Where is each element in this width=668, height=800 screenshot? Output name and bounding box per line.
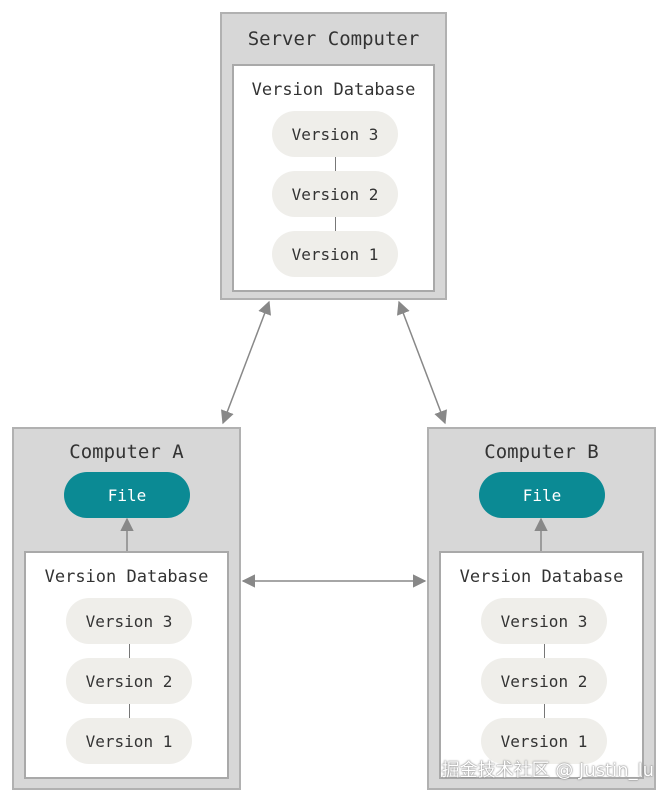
- computer-a-database-title: Version Database: [44, 567, 209, 587]
- server-database-title: Version Database: [251, 80, 416, 100]
- computer-b-title: Computer B: [484, 441, 599, 463]
- arrow-server-computer-b: [397, 300, 447, 425]
- server-version-1: Version 1: [272, 231, 398, 277]
- computer-a-version-database: Version Database Version 3 Version 2 Ver…: [24, 551, 229, 779]
- watermark: 掘金技术社区 @ Justin_lu: [441, 760, 654, 781]
- computer-b-connector-2-1: [544, 704, 545, 718]
- computer-b-version-2: Version 2: [481, 658, 607, 704]
- computer-a-version-3: Version 3: [66, 598, 192, 644]
- computer-b-database-title: Version Database: [459, 567, 624, 587]
- computer-b-version-3: Version 3: [481, 598, 607, 644]
- computer-a-file: File: [64, 472, 190, 518]
- computer-a-connector-2-1: [129, 704, 130, 718]
- server-connector-2-1: [335, 217, 336, 231]
- computer-a: Computer A File Version Database Version…: [12, 427, 241, 790]
- server-version-3: Version 3: [272, 111, 398, 157]
- computer-b: Computer B File Version Database Version…: [427, 427, 656, 790]
- computer-a-version-2: Version 2: [66, 658, 192, 704]
- computer-a-title: Computer A: [69, 441, 184, 463]
- server-version-2: Version 2: [272, 171, 398, 217]
- server-computer-title: Server Computer: [247, 28, 420, 50]
- computer-a-version-1: Version 1: [66, 718, 192, 764]
- computer-b-version-1: Version 1: [481, 718, 607, 764]
- computer-b-version-database: Version Database Version 3 Version 2 Ver…: [439, 551, 644, 779]
- server-computer: Server Computer Version Database Version…: [220, 12, 447, 300]
- computer-a-connector-3-2: [129, 644, 130, 658]
- computer-b-connector-3-2: [544, 644, 545, 658]
- server-version-database: Version Database Version 3 Version 2 Ver…: [232, 64, 435, 292]
- computer-b-file: File: [479, 472, 605, 518]
- server-connector-3-2: [335, 157, 336, 171]
- arrow-server-computer-a: [221, 300, 271, 425]
